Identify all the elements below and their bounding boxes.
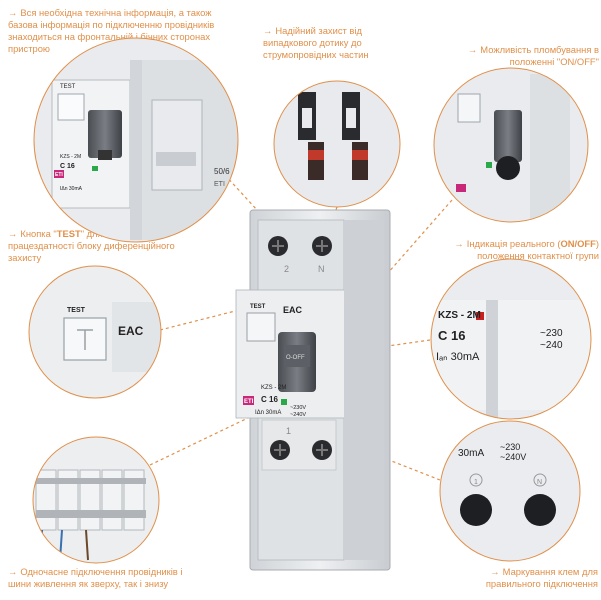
caption-sealing: →Можливість пломбування в положенні "ON/… bbox=[467, 44, 599, 67]
device-residual: IΔn 30mA bbox=[255, 410, 281, 416]
indication-rating: C 16 bbox=[438, 328, 465, 343]
detail-circle-sealing bbox=[433, 67, 589, 223]
device-brand: ETI bbox=[244, 399, 254, 405]
terminal-residual: 30mA bbox=[458, 448, 484, 459]
indication-v2: ~240 bbox=[540, 340, 563, 351]
device-model: KZS - 2M bbox=[261, 385, 286, 391]
caption-protection: →Надійний захист від випадкового дотику … bbox=[263, 25, 369, 60]
detail-circle-info: TEST KZS - 2M C 16 ETI IΔn 30mA 50/6 ETI bbox=[33, 37, 239, 243]
rcbo-device bbox=[235, 209, 391, 571]
arrow-icon: → bbox=[263, 25, 273, 36]
info-ratio: 50/6 bbox=[214, 167, 230, 176]
arrow-icon: → bbox=[467, 44, 478, 55]
device-voltage-1: ~230V bbox=[290, 405, 306, 411]
indication-model: KZS - 2M bbox=[438, 310, 481, 321]
arrow-icon: → bbox=[490, 566, 500, 577]
caption-tech-info: →Вся необхідна технічна інформація, а та… bbox=[8, 7, 215, 54]
terminal-mark-n: N bbox=[537, 479, 542, 486]
indication-residual: Iₐₙ 30mA bbox=[436, 351, 480, 363]
info-residual: IΔn 30mA bbox=[60, 186, 83, 192]
arrow-icon: → bbox=[8, 566, 18, 577]
device-voltage-2: ~240V bbox=[290, 412, 306, 418]
arrow-icon: → bbox=[8, 228, 18, 239]
device-terminal-2: 2 bbox=[284, 264, 289, 274]
test-zoom-label: TEST bbox=[67, 307, 86, 314]
arrow-icon: → bbox=[8, 7, 18, 18]
device-terminal-n: N bbox=[318, 264, 325, 274]
detail-circle-busbar bbox=[32, 436, 160, 564]
device-cert: EAC bbox=[283, 305, 303, 315]
arrow-icon: → bbox=[454, 238, 464, 249]
terminal-v-top: ~230 bbox=[500, 442, 520, 452]
device-rating: C 16 bbox=[261, 395, 278, 404]
detail-circle-terminals: 30mA ~230 ~240V 1 N bbox=[439, 420, 581, 562]
info-brand: ETI bbox=[55, 172, 63, 178]
indication-v1: ~230 bbox=[540, 328, 563, 339]
caption-simultaneous: →Одночасне підключення провідників і шин… bbox=[8, 566, 183, 589]
detail-circle-test: TEST EAC bbox=[28, 265, 162, 399]
device-test-label: TEST bbox=[250, 304, 266, 310]
info-brand-side: ETI bbox=[214, 181, 225, 188]
info-test-label: TEST bbox=[60, 84, 76, 90]
detail-circle-protection bbox=[273, 80, 401, 208]
detail-circle-indication: KZS - 2M C 16 Iₐₙ 30mA ~230 ~240 bbox=[430, 258, 592, 420]
terminal-v: ~240V bbox=[500, 452, 526, 462]
device-switch-state: O-OFF bbox=[286, 355, 305, 361]
terminal-mark-1: 1 bbox=[474, 479, 478, 486]
info-model: KZS - 2M bbox=[60, 154, 81, 160]
caption-indication: →Індикація реального (ON/OFF) положення … bbox=[454, 238, 599, 261]
caption-terminal-marking: →Маркування клем для правильного підключ… bbox=[485, 566, 598, 589]
test-zoom-cert: EAC bbox=[118, 324, 144, 338]
device-terminal-1: 1 bbox=[286, 426, 291, 436]
info-rating: C 16 bbox=[60, 163, 75, 170]
